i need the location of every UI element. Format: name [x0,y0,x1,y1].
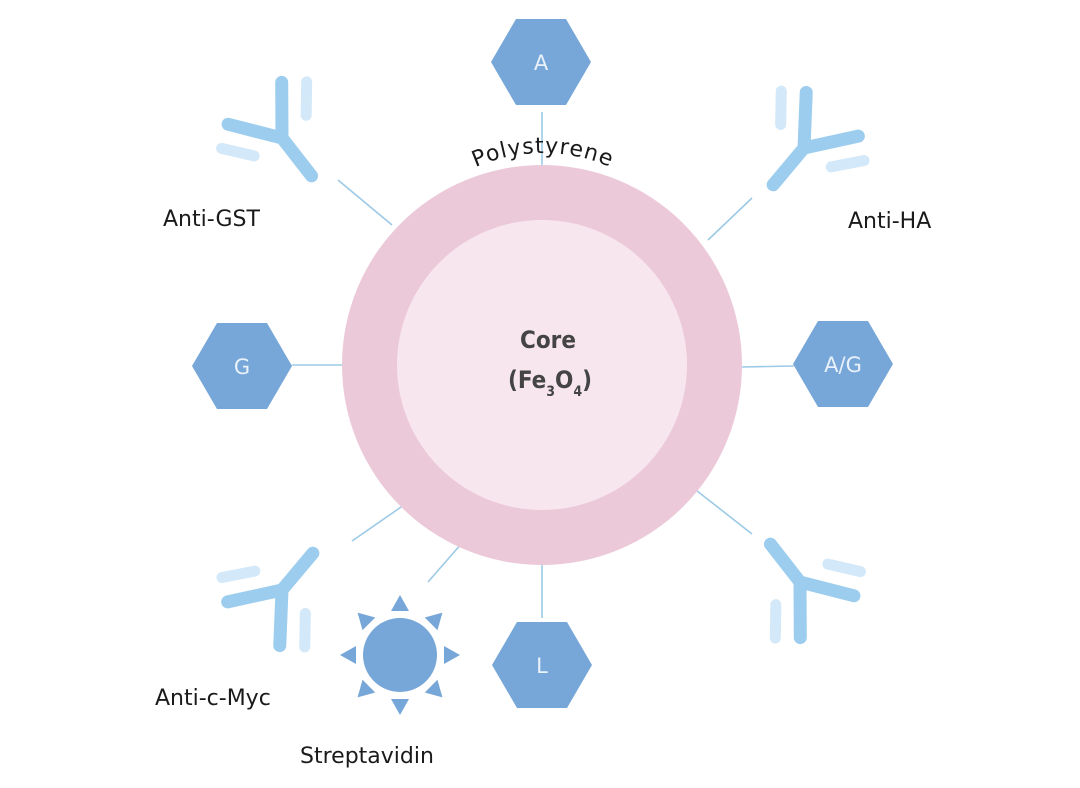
antibody-arm-left [221,117,289,145]
core-label: Core [520,326,576,354]
antibody-anti-c-myc [216,546,320,653]
antibody-stem [766,141,811,192]
antibody-lower-right [763,537,866,645]
label-anti-c-myc: Anti-c-Myc [155,686,271,711]
antibody-arm-right [275,75,289,145]
hexagon-l: L [492,622,592,708]
streptavidin-ray [357,679,376,698]
streptavidin-icon [340,595,460,715]
streptavidin-ray [391,595,409,611]
antibody-anti-gst [216,75,319,183]
antibody-arm-right [793,575,807,645]
connector-ag [741,365,795,368]
hexagon-l-label: L [536,654,548,678]
hexagon-l-shape [492,622,592,708]
hexagon-g-label: G [234,355,250,379]
antibody-anti-ha [766,85,870,192]
hexagon-a: A [491,19,591,105]
antibody-stem [275,131,319,183]
streptavidin-ray [424,612,443,631]
connector-anti-ha [707,197,753,241]
antibody-light-right [300,76,313,121]
streptavidin-ray [340,646,356,664]
connector-streptavidin [427,542,463,583]
antibody-light-right [769,599,782,644]
hexagon-ag-shape [793,321,893,407]
hexagon-a-label: A [534,51,549,75]
antibody-arm-left [793,575,861,603]
connector-anti-gst [337,179,393,226]
streptavidin-ray [357,612,376,631]
antibody-arm-right [221,583,289,609]
hexagon-g-shape [192,323,292,409]
connector-anti-myc [351,504,405,542]
label-streptavidin: Streptavidin [300,744,434,769]
hexagon-g: G [192,323,292,409]
antibody-light-left [216,142,260,162]
antibody-light-left [822,558,866,578]
antibody-arm-left [797,85,813,155]
antibody-light-right [825,154,870,173]
magnetic-core [397,220,687,510]
core-formula: (Fe3O4) [508,366,592,400]
antibody-light-left [775,85,787,130]
connectors [292,112,795,618]
hexagon-ag: A/G [793,321,893,407]
streptavidin-ray [444,646,460,664]
streptavidin-ray [424,679,443,698]
hexagon-ag-label: A/G [824,353,862,377]
connector-lower-right [691,486,753,535]
label-anti-ha: Anti-HA [848,209,931,234]
antibody-stem [275,546,320,597]
label-anti-gst: Anti-GST [163,207,260,232]
antibody-arm-right [797,129,865,155]
antibody-light-left [299,608,311,653]
streptavidin-rays [340,595,460,715]
hexagon-a-shape [491,19,591,105]
antibody-light-right [216,565,261,584]
antibody-stem [763,537,807,589]
antibody-arm-left [273,583,289,653]
streptavidin-body [363,618,437,692]
streptavidin-ray [391,699,409,715]
